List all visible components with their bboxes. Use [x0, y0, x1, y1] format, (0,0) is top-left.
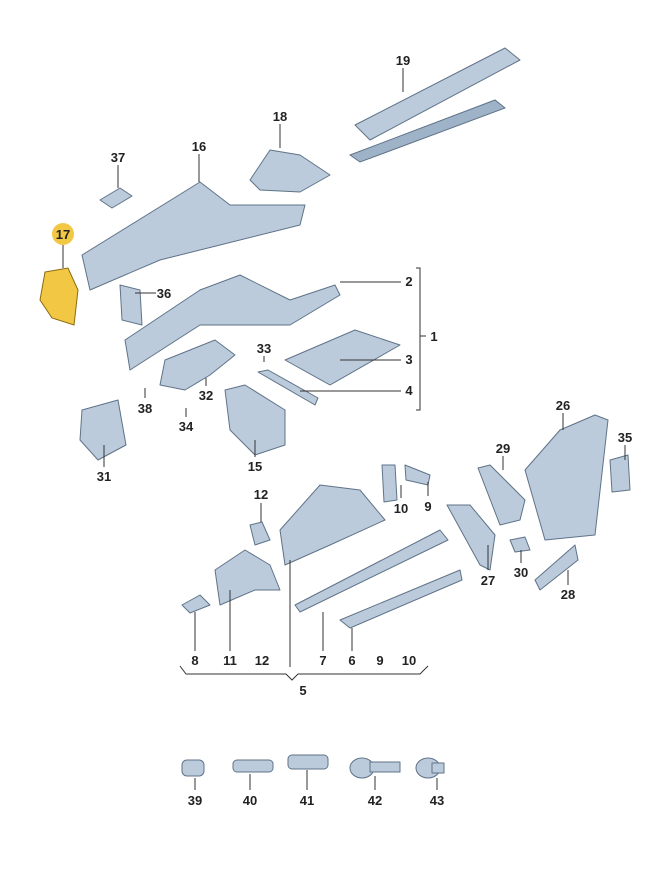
part-30-plate — [509, 536, 531, 553]
label-17: 17 — [56, 227, 70, 242]
part-8-bracket — [181, 594, 211, 614]
part-36-plate — [119, 284, 143, 326]
label-32: 32 — [199, 388, 213, 403]
label-39: 39 — [188, 793, 202, 808]
part-27-rail — [446, 504, 496, 571]
label-28: 28 — [561, 587, 575, 602]
fastener-41 — [287, 754, 329, 770]
label-1: 1 — [430, 329, 437, 344]
fastener-43 — [415, 757, 445, 779]
label-36: 36 — [157, 286, 171, 301]
label-27: 27 — [481, 573, 495, 588]
part-15-panel — [224, 384, 286, 456]
part-29-reinforcement — [477, 464, 526, 526]
part-26-pillar — [524, 414, 609, 541]
label-35: 35 — [618, 430, 632, 445]
part-2-front-panel — [124, 274, 341, 371]
label-38: 38 — [138, 401, 152, 416]
label-29: 29 — [496, 441, 510, 456]
label-9-lower: 9 — [376, 653, 383, 668]
label-4: 4 — [405, 383, 413, 398]
part-9-bracket — [404, 464, 431, 486]
label-2: 2 — [405, 274, 412, 289]
part-3-floor — [284, 329, 401, 386]
label-5: 5 — [299, 683, 306, 698]
part-28-bracket — [534, 544, 579, 591]
label-10-upper: 10 — [394, 501, 408, 516]
fastener-40 — [232, 759, 274, 773]
label-26: 26 — [556, 398, 570, 413]
label-10-lower: 10 — [402, 653, 416, 668]
label-41: 41 — [300, 793, 314, 808]
part-5-floor-rear — [279, 484, 386, 566]
part-11-wheelhouse — [214, 549, 281, 606]
label-42: 42 — [368, 793, 382, 808]
fastener-39 — [181, 759, 205, 777]
label-6: 6 — [348, 653, 355, 668]
part-18-wheelhouse — [249, 149, 331, 193]
fastener-42 — [349, 757, 401, 779]
part-19-sill — [348, 47, 521, 163]
label-18: 18 — [273, 109, 287, 124]
part-32-wheel-arch — [159, 339, 236, 391]
part-7-crossmember — [294, 529, 449, 613]
label-12-lower: 12 — [255, 653, 269, 668]
leader-lines — [62, 68, 626, 790]
highlight-marker-17 — [52, 223, 74, 245]
part-10-9-brackets — [381, 464, 398, 503]
label-30: 30 — [514, 565, 528, 580]
label-12-upper: 12 — [254, 487, 268, 502]
label-11: 11 — [223, 653, 237, 668]
label-40: 40 — [243, 793, 257, 808]
part-31-bracket — [79, 399, 127, 461]
label-3: 3 — [405, 352, 412, 367]
part-17-highlighted — [39, 267, 79, 326]
label-9-upper: 9 — [424, 499, 431, 514]
label-15: 15 — [248, 459, 262, 474]
part-35-cap — [609, 454, 631, 493]
part-12-bracket — [249, 521, 271, 546]
label-31: 31 — [97, 469, 111, 484]
part-37-bracket — [99, 187, 133, 209]
label-19: 19 — [396, 53, 410, 68]
label-7: 7 — [319, 653, 326, 668]
label-34: 34 — [179, 419, 194, 434]
label-37: 37 — [111, 150, 125, 165]
part-4-crossmember — [257, 369, 319, 406]
part-6-crossmember — [339, 569, 463, 629]
label-43: 43 — [430, 793, 444, 808]
label-8: 8 — [191, 653, 198, 668]
part-16-longitudinal-member — [81, 181, 306, 291]
label-33: 33 — [257, 341, 271, 356]
label-16: 16 — [192, 139, 206, 154]
